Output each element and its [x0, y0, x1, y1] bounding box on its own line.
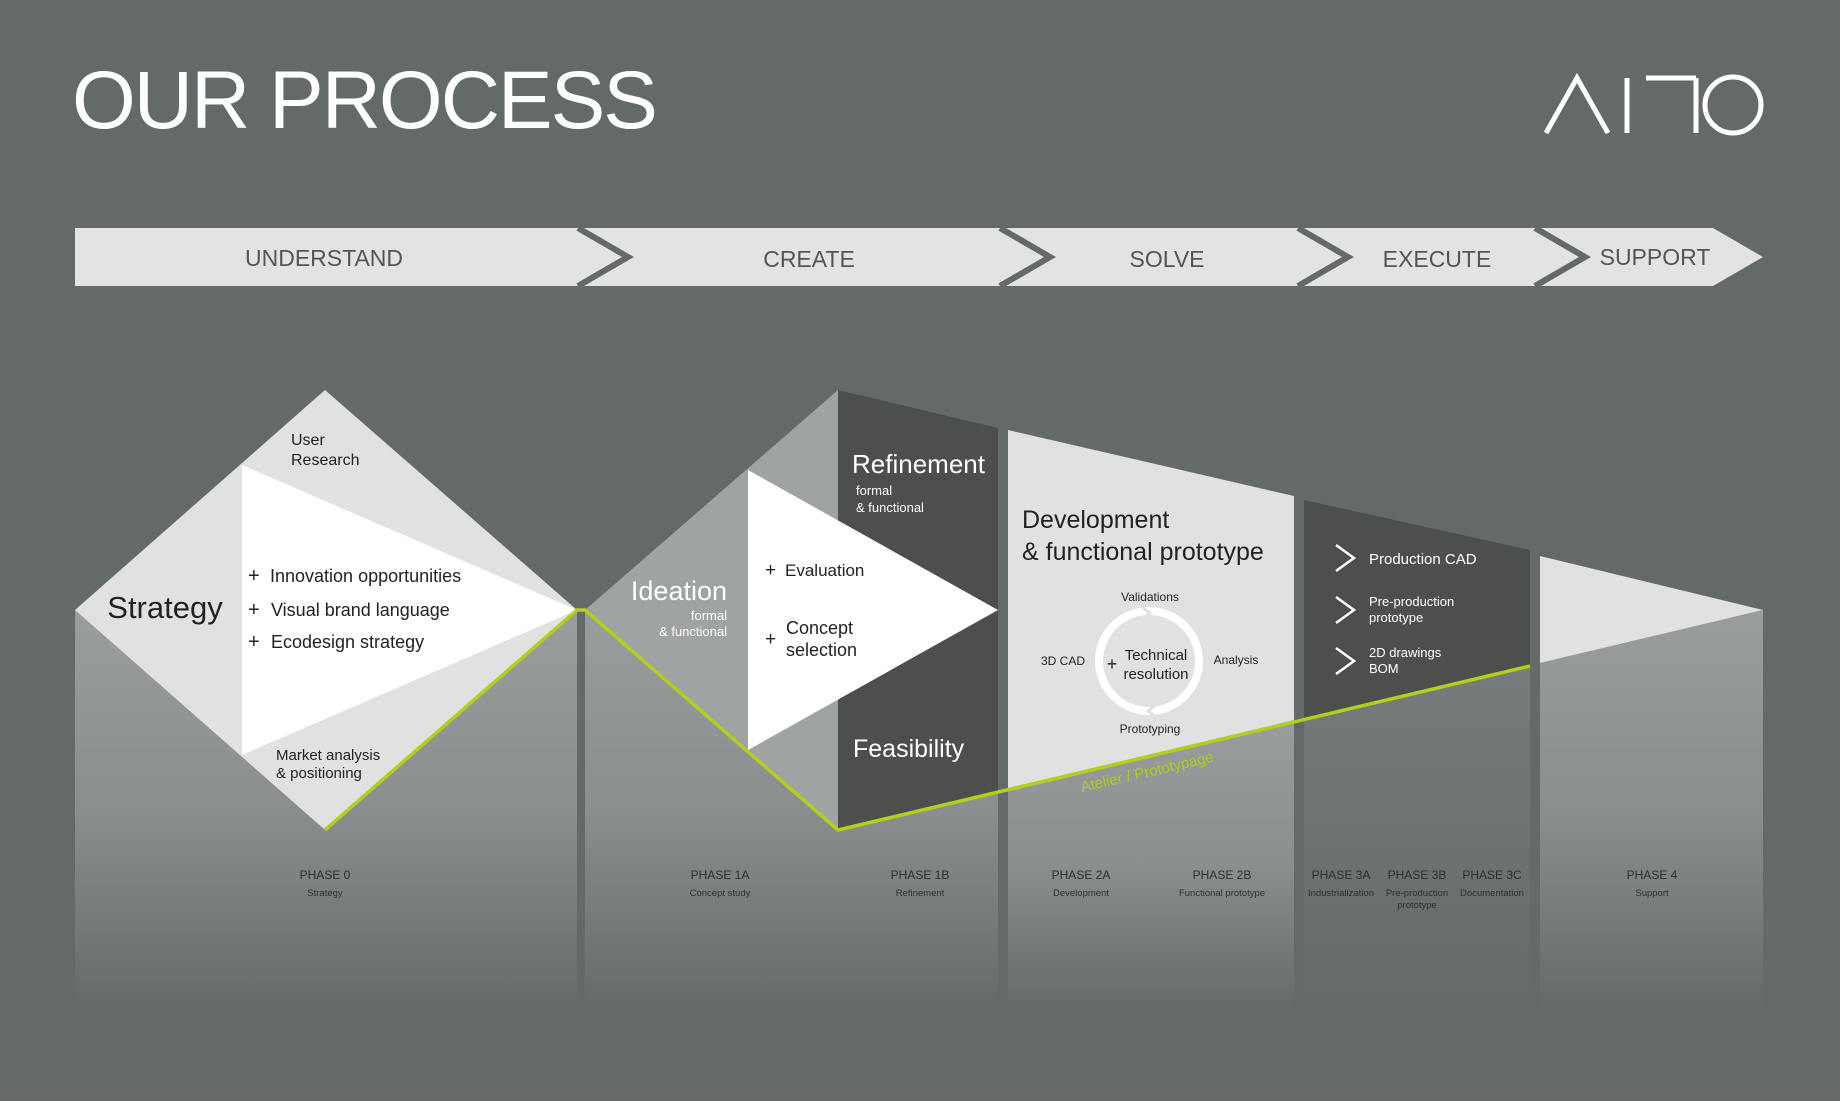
chevron-right-icon [1335, 543, 1357, 573]
execute-panel [1304, 500, 1530, 720]
phase-columns [75, 610, 1763, 1010]
plus-icon: + [248, 565, 260, 587]
phase-name: Concept study [690, 888, 751, 899]
phase-code: PHASE 0 [300, 868, 351, 882]
stage-arrow-band: UNDERSTAND CREATE SOLVE EXECUTE SUPPORT [75, 225, 1763, 289]
phase-name: Strategy [307, 888, 343, 899]
cycle-arrow-icon [1145, 703, 1157, 719]
strategy-section: Strategy User Research Market analysis &… [75, 390, 577, 830]
cycle-left-label: 3D CAD [1041, 654, 1085, 668]
execute-item-line: Production CAD [1369, 551, 1477, 568]
development-cycle: + Technical resolution Validations 3D CA… [1041, 590, 1258, 736]
ideation-subtitle-line2: & functional [659, 624, 727, 639]
plus-icon: + [248, 631, 260, 653]
phase-code: PHASE 2B [1193, 868, 1252, 882]
ideation-funnel [748, 470, 998, 750]
refinement-subtitle-line2: & functional [856, 500, 924, 515]
arrow-band-shape [75, 228, 1763, 286]
ideation-item-concept-line1: Concept [786, 618, 853, 638]
chevron-right-icon [1335, 646, 1357, 676]
market-analysis-line2: & positioning [276, 765, 362, 782]
arrow-separator [1296, 225, 1354, 289]
plus-icon: + [1107, 654, 1118, 674]
phase-name: Refinement [896, 888, 945, 899]
column-create [585, 610, 998, 1010]
strategy-item: Innovation opportunities [270, 566, 461, 586]
user-research-line1: User [291, 432, 325, 449]
stage-create: CREATE [763, 246, 855, 272]
column-execute [1304, 666, 1530, 1010]
feasibility-title: Feasibility [853, 735, 965, 763]
refinement-title: Refinement [852, 449, 986, 479]
plus-icon: + [765, 629, 776, 650]
phase-code: PHASE 3A [1312, 868, 1371, 882]
phase-name: Industrialization [1308, 888, 1374, 899]
solve-section: Development & functional prototype + Tec… [1008, 430, 1294, 790]
strategy-funnel [242, 465, 577, 755]
execute-item-line: 2D drawings [1369, 645, 1442, 660]
column-understand [75, 610, 577, 1010]
stage-solve: SOLVE [1130, 246, 1205, 272]
support-funnel [1540, 556, 1763, 663]
stage-support: SUPPORT [1600, 244, 1711, 270]
development-title-line1: Development [1022, 506, 1169, 534]
support-section [1540, 556, 1763, 663]
user-research-line2: Research [291, 452, 359, 469]
strategy-item: Visual brand language [271, 600, 450, 620]
prototyping-path [323, 608, 1531, 832]
phase-name: Support [1635, 888, 1669, 899]
development-title-line2: & functional prototype [1022, 538, 1264, 566]
column-solve [1008, 720, 1294, 1010]
phase-code: PHASE 3B [1388, 868, 1447, 882]
cycle-bottom-label: Prototyping [1120, 722, 1181, 736]
phase-name: Functional prototype [1179, 888, 1265, 899]
phase-code: PHASE 3C [1462, 868, 1522, 882]
arrow-separator [576, 225, 634, 289]
cycle-top-label: Validations [1121, 590, 1179, 604]
execute-section: Production CAD Pre-production prototype … [1304, 500, 1530, 720]
market-analysis-line1: Market analysis [276, 747, 380, 764]
phase-code: PHASE 1A [691, 868, 750, 882]
execute-item-line: BOM [1369, 661, 1399, 676]
cycle-center-line2: resolution [1123, 666, 1188, 683]
arrow-separator [998, 225, 1056, 289]
plus-icon: + [765, 560, 776, 581]
phase-name: prototype [1397, 900, 1437, 911]
phase-name: Development [1053, 888, 1109, 899]
phase-labels: PHASE 0 Strategy PHASE 1A Concept study PHAS… [300, 868, 1678, 911]
cycle-right-label: Analysis [1214, 653, 1259, 667]
stage-understand: UNDERSTAND [245, 245, 403, 271]
strategy-title: Strategy [107, 590, 223, 625]
plus-icon: + [248, 599, 260, 621]
column-support [1540, 610, 1763, 1010]
cycle-center-line1: Technical [1125, 647, 1188, 664]
phase-name: Documentation [1460, 888, 1524, 899]
chevron-right-icon [1335, 595, 1357, 625]
execute-item-line: Pre-production [1369, 594, 1454, 609]
ideation-item-concept-line2: selection [786, 640, 857, 660]
create-section: Ideation formal & functional + Evaluatio… [585, 390, 998, 830]
arrow-separator [1533, 225, 1591, 289]
cycle-arrow-icon [1141, 605, 1153, 621]
stage-execute: EXECUTE [1383, 246, 1492, 272]
ideation-item-evaluation: Evaluation [785, 561, 864, 580]
strategy-item: Ecodesign strategy [271, 632, 424, 652]
ideation-title: Ideation [631, 576, 727, 606]
phase-code: PHASE 4 [1627, 868, 1678, 882]
phase-code: PHASE 2A [1052, 868, 1111, 882]
ideation-subtitle-line1: formal [691, 608, 727, 623]
execute-item-line: prototype [1369, 610, 1423, 625]
refinement-subtitle-line1: formal [856, 483, 892, 498]
page-title: OUR PROCESS [72, 55, 658, 146]
phase-code: PHASE 1B [891, 868, 950, 882]
phase-name: Pre-production [1386, 888, 1448, 899]
alto-logo [1543, 72, 1764, 136]
